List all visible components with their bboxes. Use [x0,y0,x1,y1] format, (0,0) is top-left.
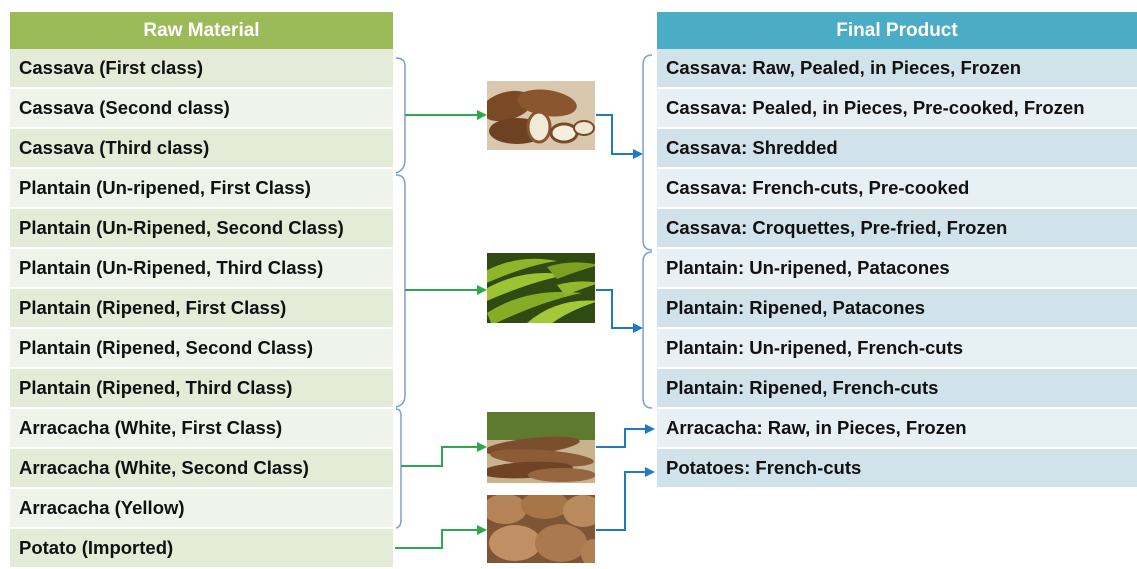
arracacha-output-arrow [596,429,653,447]
plantain-group-bracket [396,175,405,407]
arracacha-input-arrow [401,447,485,466]
potato-input-arrow [395,530,485,548]
arracacha-group-bracket [396,409,401,528]
potato-photo-icon [487,495,595,563]
potato-output-arrow [596,472,653,530]
cassava-group-bracket [396,58,405,173]
cassava-products-bracket [643,55,652,250]
plantain-photo-icon [487,253,595,323]
plantain-products-bracket [643,252,652,408]
cassava-output-arrow [596,115,641,154]
plantain-output-arrow [596,290,641,328]
arracacha-photo-icon [487,412,595,483]
cassava-photo-icon [487,81,595,150]
